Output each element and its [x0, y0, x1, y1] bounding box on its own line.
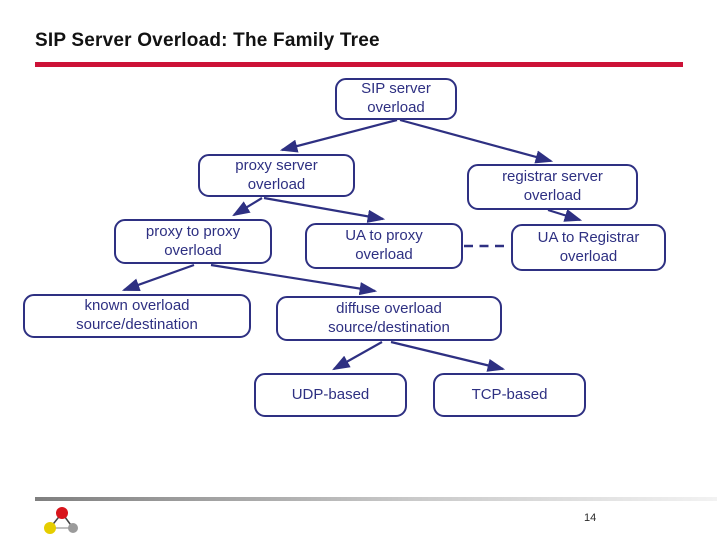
edge-proxyserver-to-uatoproxy: [263, 196, 386, 223]
logo-node-top: [56, 507, 68, 519]
logo-node-left: [44, 522, 56, 534]
network-triangle-logo: [44, 507, 78, 534]
tree-node-ua-to-registrar-overload: UA to Registrar overload: [511, 224, 666, 271]
tree-node-sip-server-overload: SIP server overload: [335, 78, 457, 120]
title-underline: [35, 62, 683, 67]
edge-sip-to-registrar: [399, 118, 554, 164]
edge-registrar-to-uatoregistrar: [547, 208, 583, 222]
tree-node-proxy-to-proxy-overload: proxy to proxy overload: [114, 219, 272, 264]
edge-proxytoproxy-to-known: [121, 263, 195, 292]
edge-diffuse-to-tcp: [390, 340, 506, 372]
tree-node-udp-based: UDP-based: [254, 373, 407, 417]
tree-node-ua-to-proxy-overload: UA to proxy overload: [305, 223, 463, 269]
logo-node-right: [68, 523, 78, 533]
tree-node-proxy-server-overload: proxy server overload: [198, 154, 355, 197]
edge-sip-to-proxy-server: [279, 118, 398, 153]
footer-divider: [35, 497, 717, 501]
slide-title: SIP Server Overload: The Family Tree: [35, 30, 380, 51]
edge-proxytoproxy-to-diffuse: [210, 263, 378, 296]
tree-node-registrar-server-overload: registrar server overload: [467, 164, 638, 210]
edge-diffuse-to-udp: [332, 341, 383, 371]
tree-node-known-overload-source-destination: known overload source/destination: [23, 294, 251, 338]
tree-node-tcp-based: TCP-based: [433, 373, 586, 417]
tree-node-diffuse-overload-source-destination: diffuse overload source/destination: [276, 296, 502, 341]
edge-proxyserver-to-proxytoproxy: [232, 197, 263, 217]
page-number: 14: [584, 512, 597, 524]
